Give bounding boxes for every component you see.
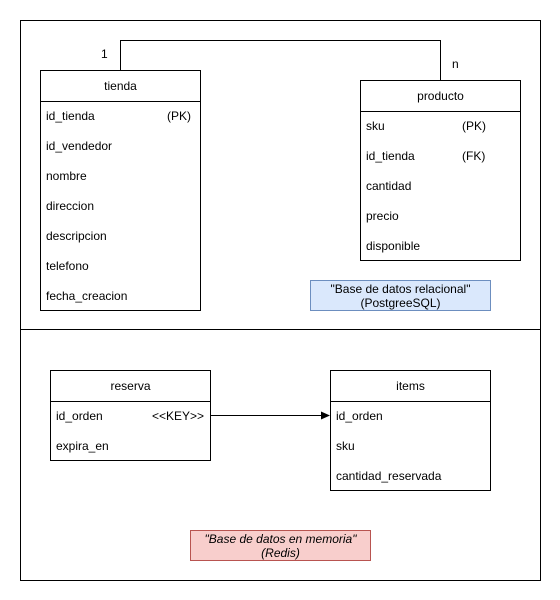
- items-title: items: [331, 371, 490, 402]
- tienda-entity[interactable]: tienda id_tienda (PK) id_vendedor nombre…: [40, 70, 201, 311]
- producto-title: producto: [361, 81, 520, 112]
- tienda-field-row: id_vendedor: [46, 136, 195, 156]
- field-name: fecha_creacion: [46, 289, 128, 303]
- field-key-tag: <<KEY>>: [152, 409, 205, 423]
- field-name: id_orden: [56, 409, 103, 423]
- tienda-field-row: id_tienda (PK): [46, 106, 195, 126]
- items-field-row: id_orden: [336, 406, 485, 426]
- field-name: telefono: [46, 259, 89, 273]
- field-name: descripcion: [46, 229, 107, 243]
- field-name: nombre: [46, 169, 87, 183]
- reserva-field-row: expira_en: [56, 436, 205, 456]
- reserva-title: reserva: [51, 371, 210, 402]
- producto-entity[interactable]: producto sku (PK) id_tienda (FK) cantida…: [360, 80, 521, 261]
- field-name: id_orden: [336, 409, 383, 423]
- cardinality-many-label: n: [452, 57, 459, 71]
- note-title: "Base de datos en memoria": [204, 532, 357, 546]
- field-name: disponible: [366, 239, 421, 253]
- memory-db-note: "Base de datos en memoria" (Redis): [190, 530, 371, 561]
- note-subtitle: (PostgreeSQL): [360, 296, 441, 310]
- producto-field-row: precio: [366, 206, 515, 226]
- producto-field-row: sku (PK): [366, 116, 515, 136]
- producto-field-row: cantidad: [366, 176, 515, 196]
- items-field-row: sku: [336, 436, 485, 456]
- field-name: cantidad: [366, 179, 412, 193]
- memory-panel: [20, 329, 541, 581]
- field-name: sku: [366, 119, 385, 133]
- tienda-producto-relation: [120, 40, 441, 80]
- field-name: precio: [366, 209, 399, 223]
- field-name: id_tienda: [366, 149, 415, 163]
- producto-field-row: id_tienda (FK): [366, 146, 515, 166]
- items-field-row: cantidad_reservada: [336, 466, 485, 486]
- tienda-field-row: telefono: [46, 256, 195, 276]
- note-title: "Base de datos relacional": [330, 282, 471, 296]
- field-key-tag: (PK): [462, 119, 486, 133]
- tienda-field-row: fecha_creacion: [46, 286, 195, 306]
- note-subtitle: (Redis): [261, 546, 300, 560]
- cardinality-one-label: 1: [101, 47, 108, 61]
- reserva-field-row: id_orden <<KEY>>: [56, 406, 205, 426]
- field-key-tag: (FK): [462, 149, 486, 163]
- tienda-field-row: direccion: [46, 196, 195, 216]
- items-entity[interactable]: items id_orden sku cantidad_reservada: [330, 370, 491, 491]
- field-name: cantidad_reservada: [336, 469, 442, 483]
- field-name: direccion: [46, 199, 95, 213]
- tienda-field-row: nombre: [46, 166, 195, 186]
- field-name: id_tienda: [46, 109, 95, 123]
- field-key-tag: (PK): [167, 109, 191, 123]
- relational-db-note: "Base de datos relacional" (PostgreeSQL): [310, 280, 491, 311]
- producto-field-row: disponible: [366, 236, 515, 256]
- tienda-title: tienda: [41, 71, 200, 102]
- reserva-entity[interactable]: reserva id_orden <<KEY>> expira_en: [50, 370, 211, 461]
- field-name: id_vendedor: [46, 139, 113, 153]
- field-name: sku: [336, 439, 355, 453]
- tienda-field-row: descripcion: [46, 226, 195, 246]
- field-name: expira_en: [56, 439, 109, 453]
